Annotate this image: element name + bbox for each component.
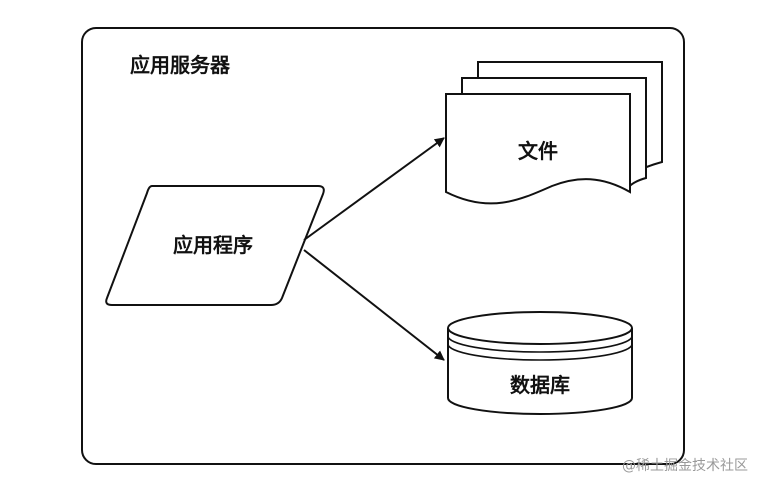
file-label: 文件 bbox=[518, 139, 558, 163]
arrow-to-file bbox=[303, 137, 445, 241]
application-label: 应用程序 bbox=[173, 233, 253, 257]
parallelogram-shape bbox=[105, 185, 325, 306]
file-node: 文件 bbox=[445, 61, 663, 205]
cylinder-ring-1 bbox=[447, 335, 633, 353]
cylinder-top bbox=[447, 311, 633, 345]
watermark-text: @稀土掘金技术社区 bbox=[622, 458, 748, 474]
cylinder-ring-2 bbox=[447, 343, 633, 361]
application-node: 应用程序 bbox=[105, 185, 325, 306]
database-node: 数据库 bbox=[447, 311, 633, 415]
database-label: 数据库 bbox=[510, 373, 570, 397]
container-title: 应用服务器 bbox=[130, 53, 231, 77]
arrow-to-database bbox=[303, 249, 445, 361]
document-front bbox=[445, 93, 631, 205]
